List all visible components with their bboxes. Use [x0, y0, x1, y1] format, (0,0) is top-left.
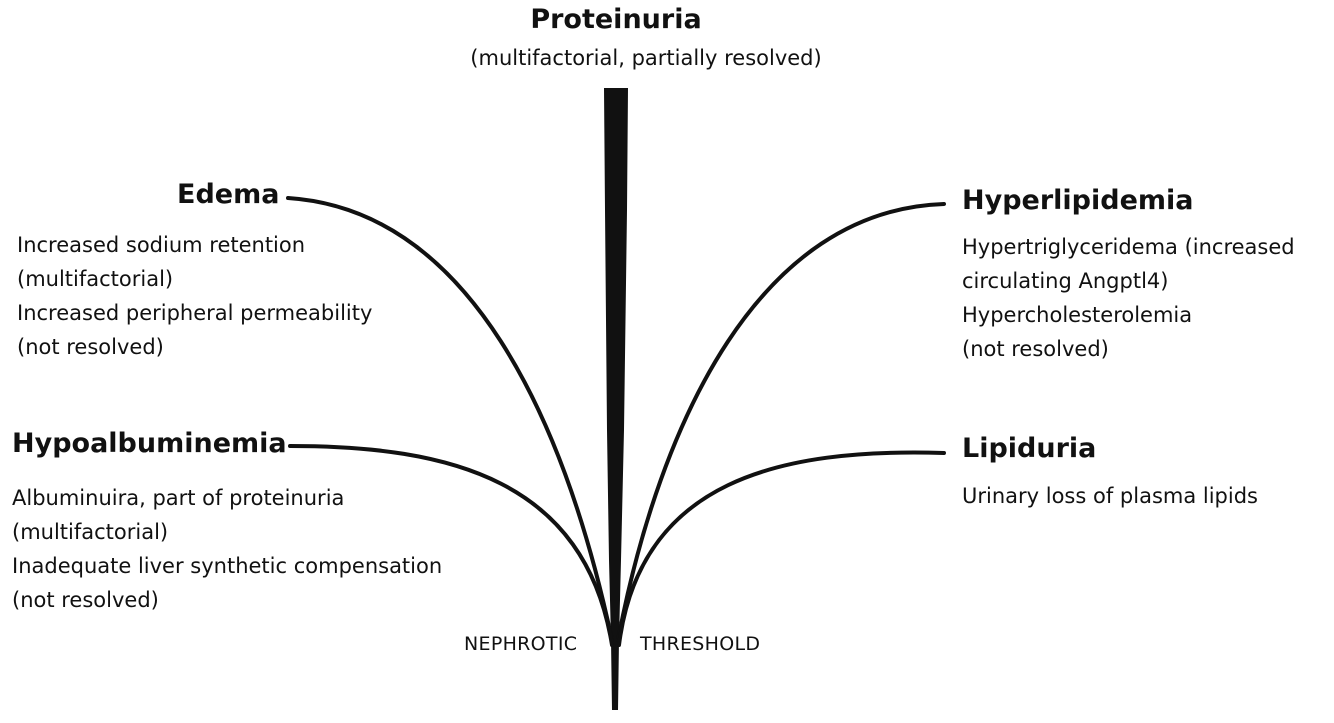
hyperlipidemia-line: Hypercholesterolemia: [962, 303, 1193, 327]
hypoalbuminemia-title: Hypoalbuminemia: [12, 428, 287, 459]
hypoalbuminemia-line: Albuminuira, part of proteinuria: [12, 486, 345, 510]
hypoalbuminemia-details: Albuminuira, part of proteinuria (multif…: [12, 481, 442, 617]
lipiduria-title: Lipiduria: [962, 433, 1097, 464]
edema-title: Edema: [177, 179, 280, 210]
hyperlipidemia-branch: [616, 202, 946, 642]
lipiduria-branch: [617, 450, 946, 647]
hypoalbuminemia-line: Inadequate liver synthetic compensation: [12, 554, 443, 578]
edema-line: Increased sodium retention: [17, 233, 306, 257]
threshold-left-label: NEPHROTIC: [464, 633, 578, 655]
proteinuria-stem: [604, 88, 628, 710]
hyperlipidemia-line: circulating Angptl4): [962, 269, 1169, 293]
hyperlipidemia-details: Hypertriglyceridema (increased circulati…: [962, 230, 1295, 366]
edema-line: Increased peripheral permeability: [17, 301, 373, 325]
edema-details: Increased sodium retention (multifactori…: [17, 228, 372, 364]
hypoalbuminemia-line: (not resolved): [12, 588, 159, 612]
proteinuria-subtitle: (multifactorial, partially resolved): [470, 46, 822, 70]
lipiduria-line: Urinary loss of plasma lipids: [962, 484, 1258, 508]
hyperlipidemia-line: (not resolved): [962, 337, 1109, 361]
hyperlipidemia-line: Hypertriglyceridema (increased: [962, 235, 1295, 259]
edema-branch: [286, 196, 614, 642]
hyperlipidemia-title: Hyperlipidemia: [962, 185, 1194, 216]
proteinuria-title: Proteinuria: [530, 4, 702, 35]
hypoalbuminemia-line: (multifactorial): [12, 520, 169, 544]
edema-line: (multifactorial): [17, 267, 174, 291]
edema-line: (not resolved): [17, 335, 164, 359]
hypoalbuminemia-branch: [288, 444, 614, 647]
lipiduria-details: Urinary loss of plasma lipids: [962, 479, 1258, 513]
threshold-right-label: THRESHOLD: [640, 633, 761, 655]
